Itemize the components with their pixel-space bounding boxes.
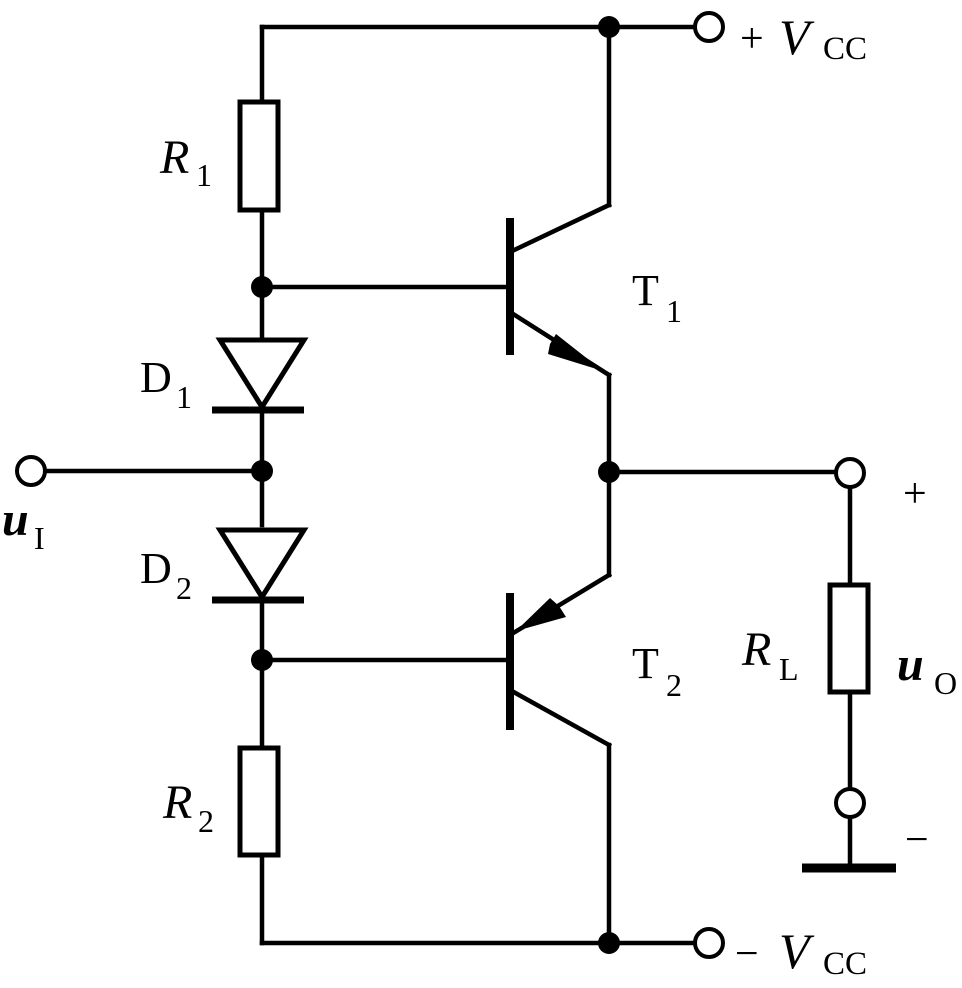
r1-label-symbol: R <box>159 131 189 184</box>
t1-collector-lead <box>507 202 612 255</box>
pos-vcc-symbol: V <box>779 9 815 65</box>
junction-dot <box>598 461 620 483</box>
terminal-output-neg <box>834 787 866 819</box>
resistor-rl <box>827 582 871 695</box>
rl-label-sub: L <box>779 651 799 687</box>
t2-label-symbol: T <box>632 639 659 688</box>
junction-dot <box>251 460 273 482</box>
r1-label-sub: 1 <box>196 157 212 193</box>
output-label-sub: O <box>934 665 957 701</box>
t1-label-sub: 1 <box>666 293 682 329</box>
diode-d2 <box>212 527 309 604</box>
resistor-r1 <box>237 99 281 213</box>
t1-label-symbol: T <box>632 266 659 315</box>
r2-label-sub: 2 <box>198 803 214 839</box>
junction-dots <box>251 16 620 954</box>
wires <box>42 24 853 946</box>
output-minus-sign: − <box>905 817 929 863</box>
pos-vcc-sub: CC <box>823 31 867 67</box>
junction-dot <box>251 276 273 298</box>
junction-dot <box>598 16 620 38</box>
diode-d2-triangle <box>215 527 309 602</box>
d1-label-symbol: D <box>140 353 172 402</box>
t2-emitter-arrow <box>516 598 566 631</box>
terminal-neg-vcc <box>693 927 725 959</box>
diode-d1-triangle <box>215 337 309 412</box>
output-label-symbol: u <box>897 638 924 691</box>
t2-label-sub: 2 <box>666 667 682 703</box>
output-plus-sign: + <box>903 471 927 517</box>
junction-dot <box>251 649 273 671</box>
input-label-sub: I <box>34 520 45 556</box>
resistor-r2 <box>237 745 281 858</box>
terminal-input <box>15 455 47 487</box>
t2-collector-lead <box>506 686 613 749</box>
t1-emitter-arrow <box>548 334 603 371</box>
diode-d1 <box>212 337 309 414</box>
transistor-t2 <box>506 571 613 749</box>
d1-label-sub: 1 <box>176 379 192 415</box>
junction-dot <box>598 932 620 954</box>
neg-vcc-symbol: V <box>779 923 815 979</box>
neg-vcc-sub: CC <box>823 946 867 982</box>
r2-label-symbol: R <box>162 776 192 829</box>
pos-vcc-sign: + <box>740 16 764 62</box>
input-label-symbol: u <box>2 493 29 546</box>
d2-label-symbol: D <box>140 544 172 593</box>
terminals <box>15 11 866 959</box>
transistor-t1 <box>506 202 613 379</box>
d2-label-sub: 2 <box>176 570 192 606</box>
terminal-output-pos <box>834 457 866 489</box>
neg-vcc-sign: − <box>735 931 759 977</box>
terminal-pos-vcc <box>693 11 725 43</box>
rl-label-symbol: R <box>741 623 771 676</box>
